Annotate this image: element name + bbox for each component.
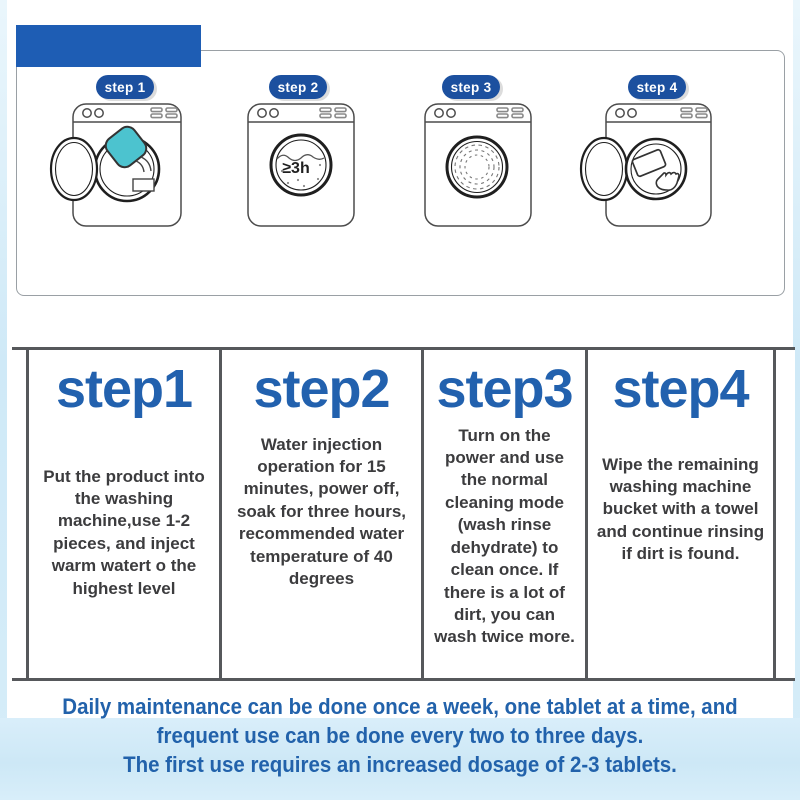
washing-machine-step1-icon xyxy=(49,103,182,227)
usage-note-line-1: Daily maintenance can be done once a wee… xyxy=(62,694,738,719)
step-4-column: step4 Wipe the remaining washing machine… xyxy=(585,350,776,678)
drum-vent-icon xyxy=(132,178,155,192)
usage-note-line-2: frequent use can be done every two to th… xyxy=(156,723,644,748)
control-grill-icon xyxy=(319,107,347,119)
step-1-column: step1 Put the product into the washing m… xyxy=(26,350,222,678)
step-2-badge: step 2 xyxy=(269,75,327,99)
control-grill-icon xyxy=(496,107,524,119)
step-3-description: Turn on the power and use the normal cle… xyxy=(434,425,575,647)
steps-illustration-panel: step 1 step 2 step 3 step 4 xyxy=(16,25,785,296)
step-1-description: Put the product into the washing machine… xyxy=(43,466,205,598)
step-3-title: step3 xyxy=(436,359,573,419)
right-edge-tint xyxy=(793,0,800,800)
water-line-icon xyxy=(276,154,325,162)
step-2-title: step2 xyxy=(253,359,390,419)
step-1-badge-label: step 1 xyxy=(104,79,146,95)
step-2-badge-label: step 2 xyxy=(277,79,319,95)
motion-arc-icon xyxy=(140,156,152,172)
step-1-title: step1 xyxy=(55,359,193,419)
open-door-icon xyxy=(579,136,629,202)
open-door-icon xyxy=(49,136,99,202)
usage-note-line-3: The first use requires an increased dosa… xyxy=(123,752,677,777)
step-2-description: Water injection operation for 15 minutes… xyxy=(236,434,407,589)
washing-machine-step3-icon xyxy=(424,103,532,227)
step-3-badge: step 3 xyxy=(442,75,500,99)
step-4-badge: step 4 xyxy=(628,75,686,99)
cleaning-tablet-icon xyxy=(104,125,148,169)
bottom-tint-band xyxy=(0,718,800,800)
control-grill-icon xyxy=(150,107,178,119)
control-grill-icon xyxy=(680,107,708,119)
soak-duration-label: ≥3h xyxy=(282,160,309,177)
step-4-badge-label: step 4 xyxy=(636,79,678,95)
hand-icon xyxy=(655,171,680,191)
step-3-badge-label: step 3 xyxy=(450,79,492,95)
washing-machine-step2-icon: ≥3h xyxy=(247,103,355,227)
washing-machine-step4-icon xyxy=(579,103,712,227)
step-2-column: step2 Water injection operation for 15 m… xyxy=(219,350,424,678)
spinning-water-icon xyxy=(454,144,500,190)
motion-arc-icon xyxy=(135,160,145,173)
water-dots-icon xyxy=(280,163,322,188)
step-1-badge: step 1 xyxy=(96,75,154,99)
usage-note: Daily maintenance can be done once a wee… xyxy=(28,692,772,779)
left-edge-tint xyxy=(0,0,7,800)
step-3-column: step3 Turn on the power and use the norm… xyxy=(421,350,588,678)
steps-description-table: step1 Put the product into the washing m… xyxy=(12,347,795,681)
step-4-title: step4 xyxy=(612,359,749,419)
blue-accent-bar xyxy=(16,25,201,67)
step-4-description: Wipe the remaining washing machine bucke… xyxy=(596,454,765,564)
towel-icon xyxy=(631,148,667,178)
